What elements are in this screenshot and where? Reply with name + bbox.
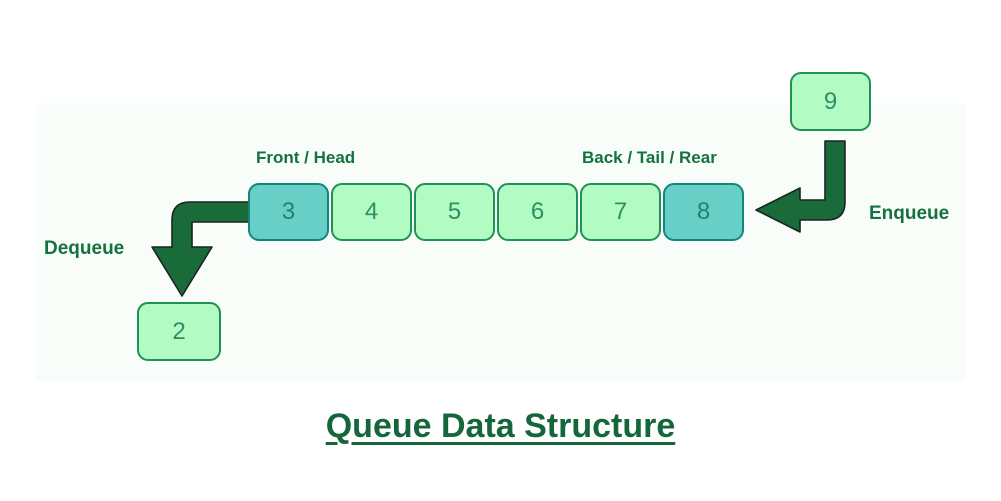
queue-cell-value: 6 bbox=[530, 198, 545, 225]
queue-cell-value: 7 bbox=[613, 198, 628, 225]
queue-cell-value: 3 bbox=[281, 198, 296, 225]
dequeue-label: Dequeue bbox=[44, 238, 125, 259]
enqueue-label: Enqueue bbox=[869, 203, 950, 224]
queue-cell-value: 4 bbox=[364, 198, 379, 225]
page-title: Queue Data Structure bbox=[0, 407, 1001, 446]
queue-cell: 5 bbox=[414, 183, 495, 241]
queue-cell: 4 bbox=[331, 183, 412, 241]
queue-cell-front: 3 bbox=[248, 183, 329, 241]
dequeue-item-cell: 2 bbox=[137, 302, 221, 361]
queue-cell-rear: 8 bbox=[663, 183, 744, 241]
enqueue-item-cell: 9 bbox=[790, 72, 871, 131]
front-head-label: Front / Head bbox=[256, 148, 356, 167]
queue-cell-value: 5 bbox=[447, 198, 462, 225]
page-title-text: Queue Data Structure bbox=[325, 407, 676, 445]
queue-cell-value: 8 bbox=[696, 198, 711, 225]
dequeue-item-value: 2 bbox=[172, 317, 186, 345]
back-tail-rear-label: Back / Tail / Rear bbox=[582, 148, 717, 167]
queue-cell: 7 bbox=[580, 183, 661, 241]
enqueue-item-value: 9 bbox=[823, 87, 838, 115]
queue-cell: 6 bbox=[497, 183, 578, 241]
